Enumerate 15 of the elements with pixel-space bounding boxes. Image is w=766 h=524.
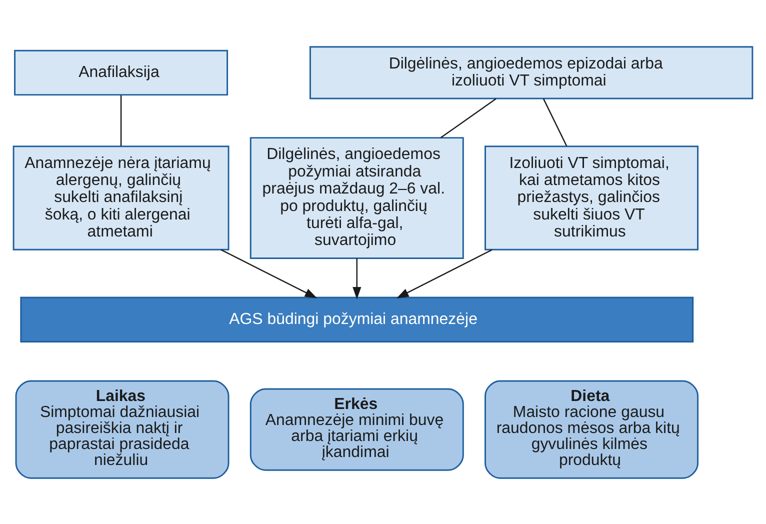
connector bbox=[440, 98, 496, 138]
node-box: Laikas Simptomai dažniausiai pasireiškia naktį ir paprastai prasideda niežuliu bbox=[15, 380, 230, 478]
node-box: Dilgėlinės, angioedemos epizodai arba izoliuoti VT simptomai bbox=[309, 46, 754, 99]
node-box: Erkės Anamnezėje minimi buvę arba įtariami erkių įkandimai bbox=[250, 388, 464, 470]
connector bbox=[542, 98, 568, 146]
arrow bbox=[220, 248, 318, 298]
node-box: AGS būdingi požymiai anamnezėje bbox=[20, 296, 694, 342]
node-box: Dieta Maisto racione gausu raudonos mėsos arba kitų gyvulinės kilmės produktų bbox=[484, 380, 699, 478]
node-box: Dilgėlinės, angioedemos požymiai atsiranda praėjus maždaug 2–6 val. po produktų, galinčių turėti alfa-gal, suvartojimo bbox=[250, 136, 464, 258]
arrow bbox=[396, 248, 492, 298]
connector bbox=[120, 94, 122, 146]
node-box: Anamnezėje nėra įtariamų alergenų, galinčių sukelti anafilaksinį šoką, o kiti alergenai atmetami bbox=[12, 145, 230, 250]
node-box: Izoliuoti VT simptomai, kai atmetamos kitos priežastys, galinčios sukelti šiuos VT sutrikimus bbox=[484, 145, 699, 250]
arrow bbox=[352, 258, 362, 299]
node-box: Anafilaksija bbox=[14, 49, 228, 96]
